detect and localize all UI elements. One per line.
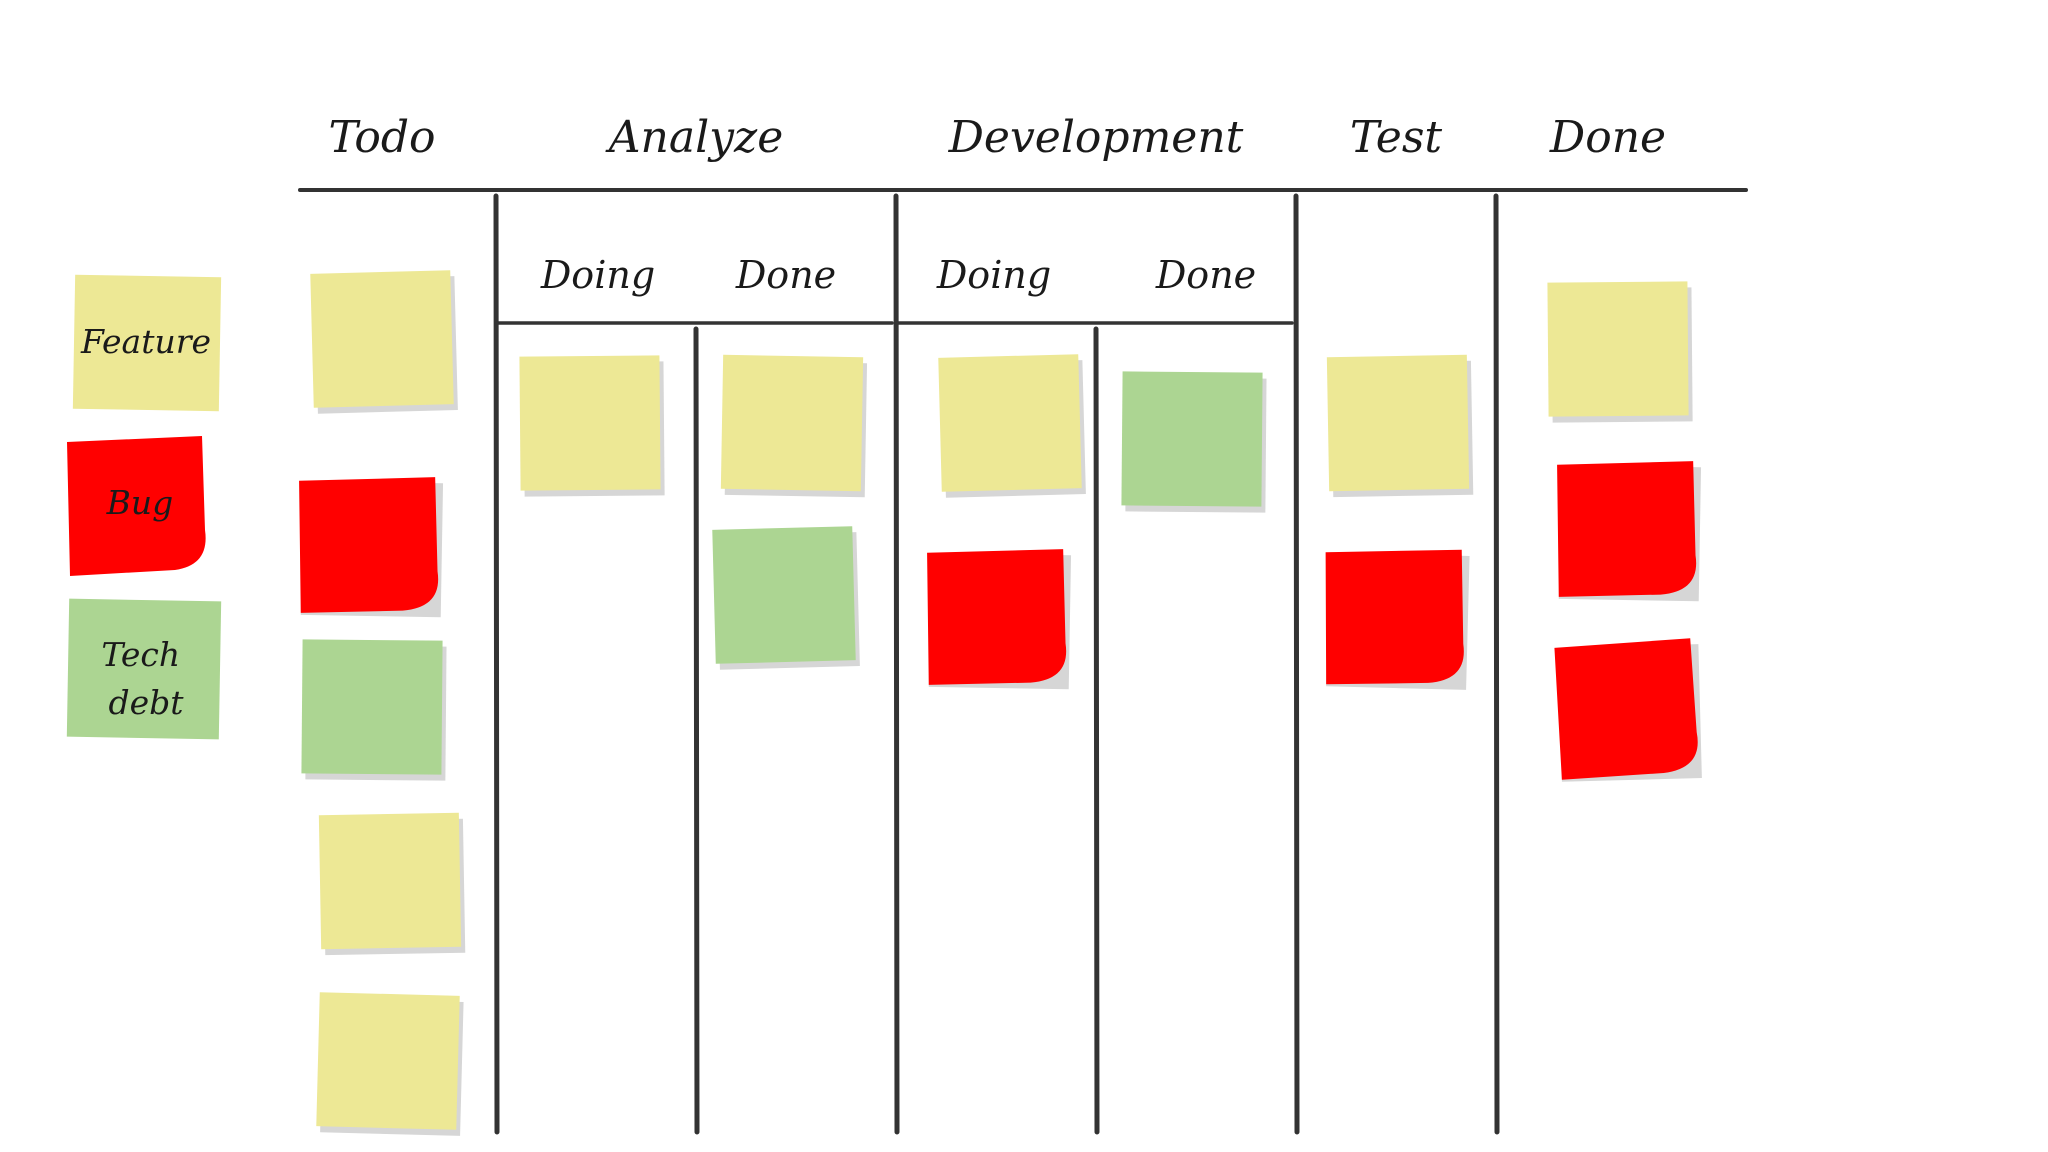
column-header-todo: Todo (328, 112, 435, 163)
column-divider (493, 193, 500, 1135)
column-divider (1093, 326, 1100, 1135)
sticky-note-body (712, 526, 856, 664)
sticky-note-body (301, 639, 443, 775)
sticky-note-bug[interactable] (1554, 638, 1702, 782)
sticky-note-feature[interactable] (1547, 281, 1693, 423)
legend-label-feature: Feature (80, 322, 211, 361)
column-header-analyze: Analyze (605, 112, 784, 163)
subheader-development-doing: Doing (936, 253, 1051, 297)
sticky-note-body (1325, 549, 1464, 685)
sticky-note-feature[interactable] (310, 270, 458, 414)
sticky-note-feature[interactable] (318, 812, 466, 956)
sticky-note-techdebt[interactable] (301, 639, 447, 781)
sticky-note-feature[interactable] (720, 354, 868, 498)
sticky-note-feature[interactable] (519, 355, 665, 497)
legend: Feature Bug Tech debt (66, 274, 222, 740)
column-divider (893, 193, 900, 1135)
column-divider (693, 326, 700, 1135)
sticky-note-body (1547, 281, 1689, 417)
subheader-development-done: Done (1155, 253, 1256, 297)
column-divider (1293, 193, 1300, 1135)
sticky-note-body (927, 549, 1067, 685)
sticky-note-body (720, 354, 864, 492)
column-header-development: Development (948, 112, 1244, 163)
sticky-note-body (310, 270, 454, 408)
sticky-note-bug[interactable] (1322, 546, 1470, 690)
sticky-note-bug[interactable] (297, 475, 444, 618)
column-header-done: Done (1549, 112, 1666, 163)
sticky-note-feature[interactable] (1326, 354, 1474, 498)
sticky-note-body (299, 477, 439, 613)
sticky-note-bug[interactable] (1555, 459, 1702, 602)
sticky-note-body (519, 355, 661, 491)
column-headers: Todo Analyze Development Test Done Doing… (328, 112, 1666, 297)
sticky-note-body (1557, 461, 1697, 597)
legend-note-tech-debt (66, 598, 222, 740)
legend-label-tech-debt-line: debt (108, 683, 184, 722)
legend-item-tech-debt: Tech debt (66, 598, 222, 740)
sticky-note-bug[interactable] (925, 547, 1072, 690)
cards (297, 270, 1702, 1136)
subheader-analyze-done: Done (735, 253, 836, 297)
legend-item-feature: Feature (72, 274, 222, 412)
board-grid (298, 188, 1748, 1135)
subheader-analyze-doing: Doing (540, 253, 655, 297)
legend-label-bug: Bug (106, 483, 174, 522)
sticky-note-body (318, 812, 462, 950)
sticky-note-body (938, 354, 1082, 492)
sticky-note-techdebt[interactable] (1121, 371, 1267, 513)
legend-item-bug: Bug (67, 436, 206, 576)
sticky-note-body (1121, 371, 1263, 507)
sticky-note-feature[interactable] (938, 354, 1086, 498)
sticky-note-body (1554, 638, 1698, 780)
column-divider (1493, 193, 1500, 1135)
sticky-note-body (1326, 354, 1470, 492)
sticky-note-body (316, 992, 460, 1130)
column-header-test: Test (1350, 112, 1443, 163)
legend-note-feature (72, 274, 222, 412)
legend-note-bug (67, 436, 206, 576)
legend-label-tech-debt: Tech debt (101, 635, 190, 722)
sticky-note-techdebt[interactable] (712, 526, 860, 670)
sticky-note-feature[interactable] (316, 992, 464, 1136)
legend-label-tech-debt-line: Tech (101, 635, 180, 674)
